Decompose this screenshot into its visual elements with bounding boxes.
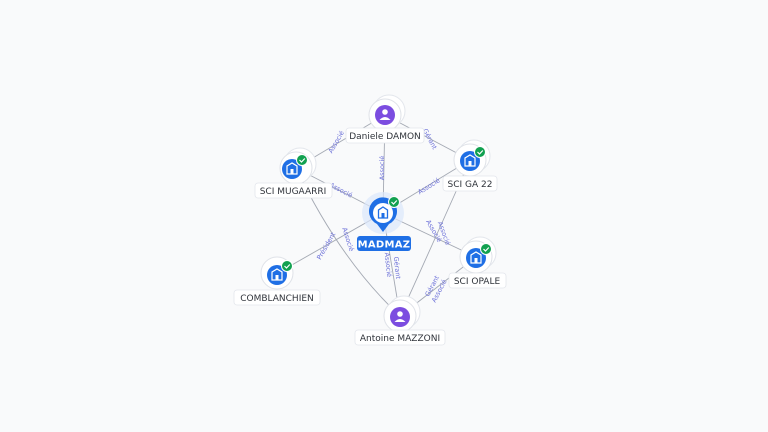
node-antoine-mazzoni[interactable]: Antoine MAZZONI — [354, 295, 446, 346]
node-label: Daniele DAMON — [349, 132, 421, 142]
edge-label-associe: Associé — [416, 176, 441, 196]
verified-check-icon — [296, 154, 308, 166]
node-sci-ga-22[interactable]: SCI GA 22 — [442, 139, 498, 192]
building-icon — [267, 265, 287, 285]
edge-label-associe: Associé — [378, 156, 386, 181]
edge-label-associe: Associé — [327, 129, 346, 154]
node-daniele-damon[interactable]: Daniele DAMON — [345, 94, 425, 144]
building-icon — [377, 206, 389, 219]
building-icon — [282, 159, 302, 179]
verified-check-icon — [388, 196, 400, 208]
person-icon — [390, 307, 410, 327]
node-label: COMBLANCHIEN — [240, 294, 314, 304]
node-label: Antoine MAZZONI — [360, 334, 440, 344]
edge-label-gerant: Gérant — [392, 256, 402, 280]
node-sci-mugaarri[interactable]: SCI MUGAARRI — [254, 147, 333, 199]
edge-label-president: Président — [315, 230, 337, 261]
verified-check-icon — [474, 146, 486, 158]
node-comblanchien[interactable]: COMBLANCHIEN — [233, 256, 321, 306]
node-madmaz-center[interactable]: MADMAZ — [357, 192, 411, 251]
node-label: SCI OPALE — [454, 277, 501, 287]
node-label: SCI MUGAARRI — [260, 187, 327, 197]
node-sci-opale[interactable]: SCI OPALE — [448, 236, 507, 289]
edge-label-associe: Associé — [383, 252, 394, 277]
building-icon — [460, 151, 480, 171]
verified-check-icon — [281, 260, 293, 272]
building-icon — [466, 248, 486, 268]
verified-check-icon — [480, 243, 492, 255]
node-label: SCI GA 22 — [448, 180, 493, 190]
person-icon — [375, 105, 395, 125]
center-label: MADMAZ — [358, 240, 411, 251]
